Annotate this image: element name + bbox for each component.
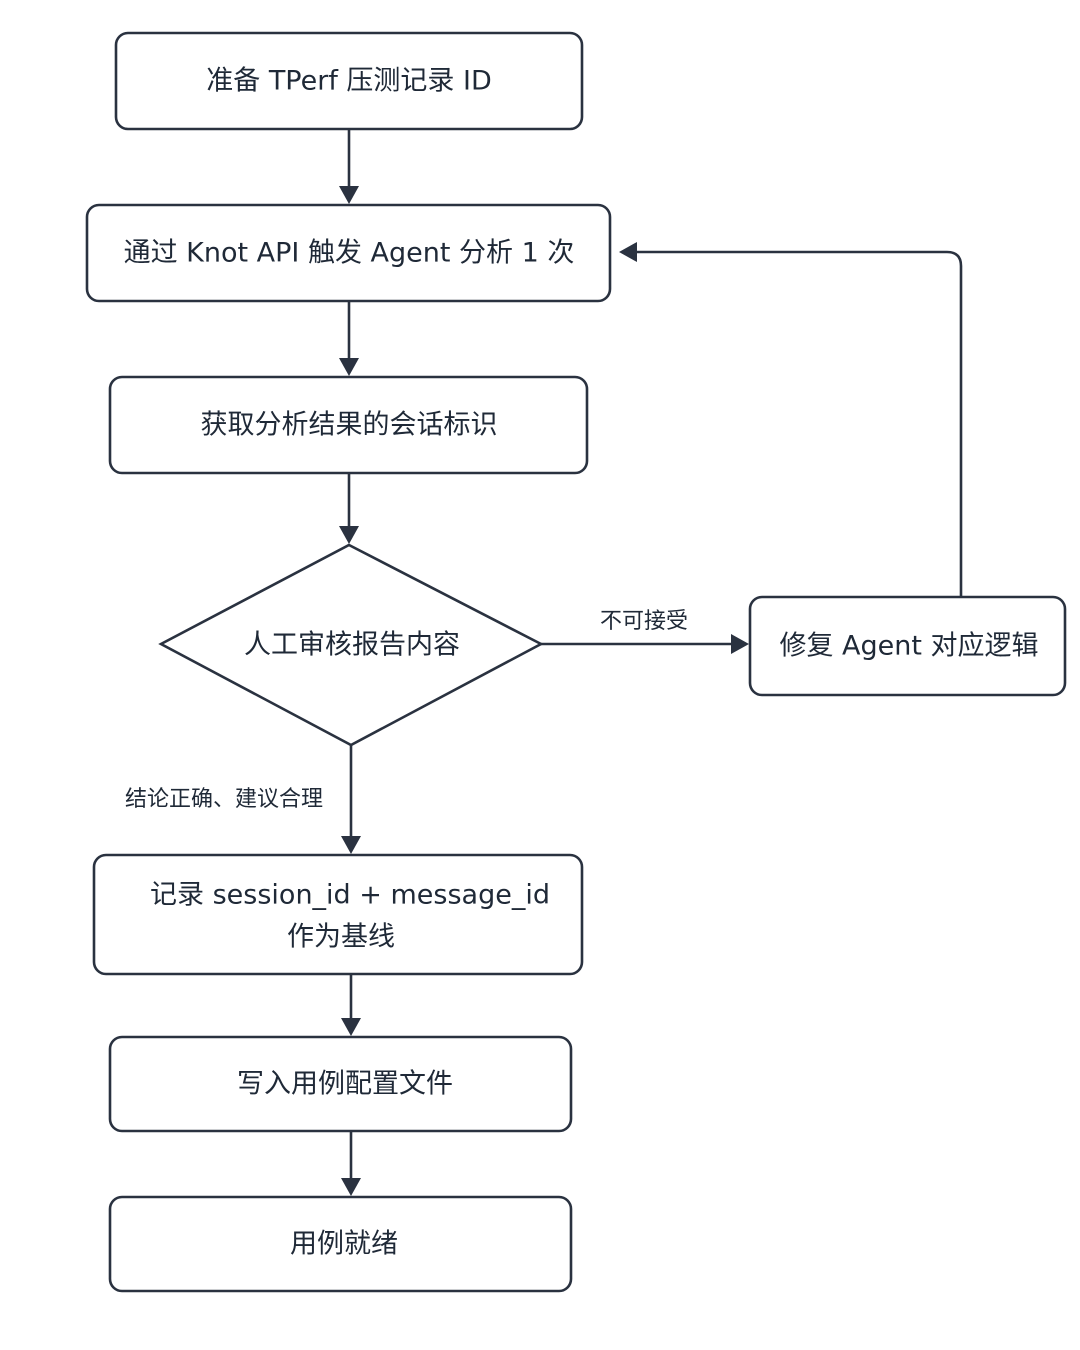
node-get-session-label: 获取分析结果的会话标识	[201, 410, 498, 441]
node-prepare-id-label: 准备 TPerf 压测记录 ID	[206, 66, 492, 97]
node-fix-agent-label: 修复 Agent 对应逻辑	[779, 631, 1038, 662]
arrowhead-trigger	[339, 186, 359, 204]
node-trigger-agent-label: 通过 Knot API 触发 Agent 分析 1 次	[124, 238, 575, 269]
arrowhead-config	[341, 1018, 361, 1036]
edge-label-accept: 结论正确、建议合理	[125, 787, 323, 812]
node-write-config: 写入用例配置文件	[108, 1035, 573, 1133]
edge-label-reject: 不可接受	[600, 609, 688, 634]
node-ready-label: 用例就绪	[290, 1229, 398, 1260]
node-prepare-id: 准备 TPerf 压测记录 ID	[114, 31, 584, 131]
node-record-baseline: 记录 session_id + message_id 作为基线	[92, 853, 584, 976]
decision-review: 人工审核报告内容	[158, 543, 544, 747]
node-record-line1: 记录 session_id + message_id	[150, 880, 550, 911]
arrowhead-fix	[731, 634, 749, 654]
arrowhead-session	[339, 358, 359, 376]
edge-fix-to-trigger	[637, 250, 963, 596]
node-fix-agent: 修复 Agent 对应逻辑	[748, 595, 1067, 697]
node-ready: 用例就绪	[108, 1195, 573, 1293]
node-record-line2: 作为基线	[287, 922, 395, 953]
decision-review-label: 人工审核报告内容	[244, 630, 460, 661]
node-trigger-agent: 通过 Knot API 触发 Agent 分析 1 次	[85, 203, 612, 303]
arrowhead-ready	[341, 1178, 361, 1196]
arrowhead-review	[339, 526, 359, 544]
node-get-session: 获取分析结果的会话标识	[108, 375, 589, 475]
arrowhead-record	[341, 836, 361, 854]
edges	[339, 129, 963, 1196]
node-write-config-label: 写入用例配置文件	[237, 1069, 453, 1100]
arrowhead-loop	[619, 242, 637, 262]
